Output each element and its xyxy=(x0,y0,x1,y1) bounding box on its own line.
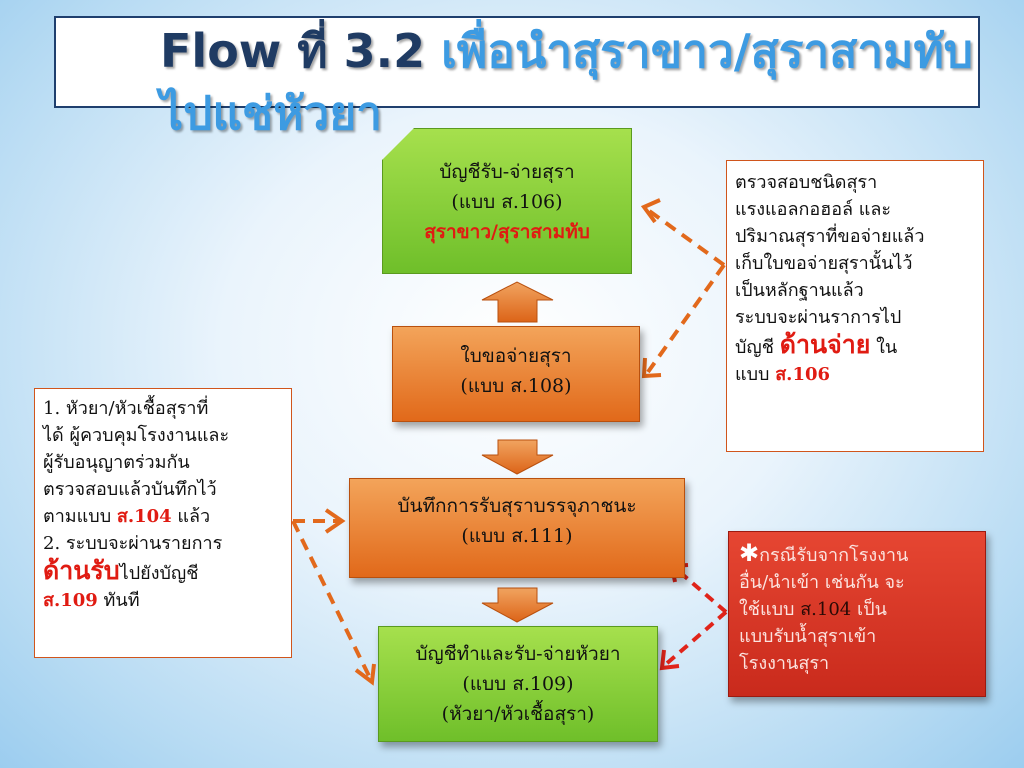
arrow-up-s108-to-s106 xyxy=(481,281,554,323)
note-red-text: ใช้แบบ xyxy=(739,599,801,620)
note-right-line: บัญชี ด้านจ่าย ใน xyxy=(735,331,975,361)
arrowhead-to-s109 xyxy=(354,663,376,686)
s109-line3: (หัวยา/หัวเชื้อสุรา) xyxy=(441,703,595,725)
note-right-line: เป็นหลักฐานแล้ว xyxy=(735,280,864,301)
note-red-form-s104: ส.104 xyxy=(800,599,852,620)
arrowhead-to-s111 xyxy=(324,508,346,534)
note-right-line: แรงแอลกอฮอล์ และ xyxy=(735,199,892,220)
dashed-line-left-to-s109 xyxy=(291,520,372,679)
s106-line2: (แบบ ส.106) xyxy=(451,191,563,213)
note-left-line: ตรวจสอบแล้วบันทึกไว้ xyxy=(43,479,217,500)
note-red-text: เป็น xyxy=(851,599,887,620)
note-left-line: ได้ ผู้ควบคุมโรงงานและ xyxy=(43,425,230,446)
arrow-down-s108-to-s111 xyxy=(481,439,554,475)
arrow-down-s111-to-s109 xyxy=(481,587,554,623)
s109-line2: (แบบ ส.109) xyxy=(462,673,574,695)
dashed-connectors-left xyxy=(291,519,372,679)
note-left-form-s104: ส.104 xyxy=(116,506,172,527)
s111-line2: (แบบ ส.111) xyxy=(461,525,573,547)
box-account-receive-pay-liquor: บัญชีรับ-จ่ายสุรา (แบบ ส.106) สุราขาว/สุ… xyxy=(382,128,632,274)
note-left-text: ทันที xyxy=(97,590,140,611)
note-left-text: ไปยังบัญชี xyxy=(119,563,199,584)
note-red-line: แบบรับน้ำสุราเข้า xyxy=(739,626,877,647)
title-frame xyxy=(54,16,980,108)
note-red-text: กรณีรับจากโรงงาน xyxy=(759,545,909,566)
s111-line1: บันทึกการรับสุราบรรจุภาชนะ xyxy=(397,495,637,517)
note-right-line: แบบ ส.106 xyxy=(735,361,975,388)
note-right-pay-side: ด้านจ่าย xyxy=(779,330,871,359)
note-red-line: ✱กรณีรับจากโรงงาน xyxy=(739,540,975,569)
title-accent: เพื่อนำสุราขาว/สุราสามทับไปแช่หัวยา xyxy=(160,24,973,140)
note-left-line: ด้านรับไปยังบัญชี xyxy=(43,557,283,587)
note-left-form-s109: ส.109 xyxy=(43,590,98,611)
slide-title: Flow ที่ 3.2 เพื่อนำสุราขาว/สุราสามทับไป… xyxy=(160,20,1010,170)
note-right-line: ปริมาณสุราที่ขอจ่ายแล้ว xyxy=(735,226,925,247)
s109-line1: บัญชีทำและรับ-จ่ายหัวยา xyxy=(415,643,621,665)
s106-line3: สุราขาว/สุราสามทับ xyxy=(424,221,590,243)
box-concentrate-account: บัญชีทำและรับ-จ่ายหัวยา (แบบ ส.109) (หัว… xyxy=(378,626,658,742)
s108-line2: (แบบ ส.108) xyxy=(460,375,572,397)
red-arrowhead-to-s109 xyxy=(659,649,680,671)
note-red-line: โรงงานสุรา xyxy=(739,653,830,674)
note-right-line: ระบบจะผ่านราการไป xyxy=(735,307,902,328)
note-left-line: ตามแบบ ส.104 แล้ว xyxy=(43,503,283,530)
note-left-line: ส.109 ทันที xyxy=(43,587,283,614)
asterisk-icon: ✱ xyxy=(739,539,760,567)
note-left-line: ผู้รับอนุญาตร่วมกัน xyxy=(43,452,190,473)
note-right-verification: ตรวจสอบชนิดสุรา แรงแอลกอฮอล์ และ ปริมาณส… xyxy=(726,160,984,452)
s106-line1: บัญชีรับ-จ่ายสุรา xyxy=(439,161,575,183)
s108-line1: ใบขอจ่ายสุรา xyxy=(460,345,572,367)
note-left-line: 1. หัวยา/หัวเชื้อสุราที่ xyxy=(43,398,209,419)
note-left-text: ตามแบบ xyxy=(43,506,117,527)
note-right-line: เก็บใบขอจ่ายสุรานั้นไว้ xyxy=(735,253,913,274)
arrowhead-to-s106 xyxy=(640,198,661,224)
note-left-procedure: 1. หัวยา/หัวเชื้อสุราที่ ได้ ผู้ควบคุมโร… xyxy=(34,388,292,658)
note-red-line: ใช้แบบ ส.104 เป็น xyxy=(739,596,975,623)
note-right-text: บัญชี xyxy=(735,337,780,358)
arrowhead-to-s108 xyxy=(641,357,662,379)
box-container-receipt-record: บันทึกการรับสุราบรรจุภาชนะ (แบบ ส.111) xyxy=(349,478,685,578)
dashed-line-right-to-s106 xyxy=(646,208,726,267)
note-right-form-s106: ส.106 xyxy=(775,364,831,385)
note-left-receive-side: ด้านรับ xyxy=(43,556,120,585)
note-right-text: แบบ xyxy=(735,364,776,385)
note-right-text: ใน xyxy=(870,337,898,358)
note-left-line: 2. ระบบจะผ่านรายการ xyxy=(43,533,223,554)
dashed-line-right-to-s108 xyxy=(646,263,726,374)
red-dashed-line-to-s109 xyxy=(663,610,728,667)
title-main: Flow ที่ 3.2 xyxy=(160,24,442,78)
dashed-connectors-right xyxy=(646,208,726,374)
note-right-line: ตรวจสอบชนิดสุรา xyxy=(735,172,878,193)
note-red-line: อื่น/นำเข้า เช่นกัน จะ xyxy=(739,572,905,593)
dashed-connectors-red xyxy=(663,566,728,667)
note-red-other-factory-case: ✱กรณีรับจากโรงงาน อื่น/นำเข้า เช่นกัน จะ… xyxy=(728,531,986,697)
note-left-text: แล้ว xyxy=(171,506,211,527)
box-liquor-request-form: ใบขอจ่ายสุรา (แบบ ส.108) xyxy=(392,326,640,422)
